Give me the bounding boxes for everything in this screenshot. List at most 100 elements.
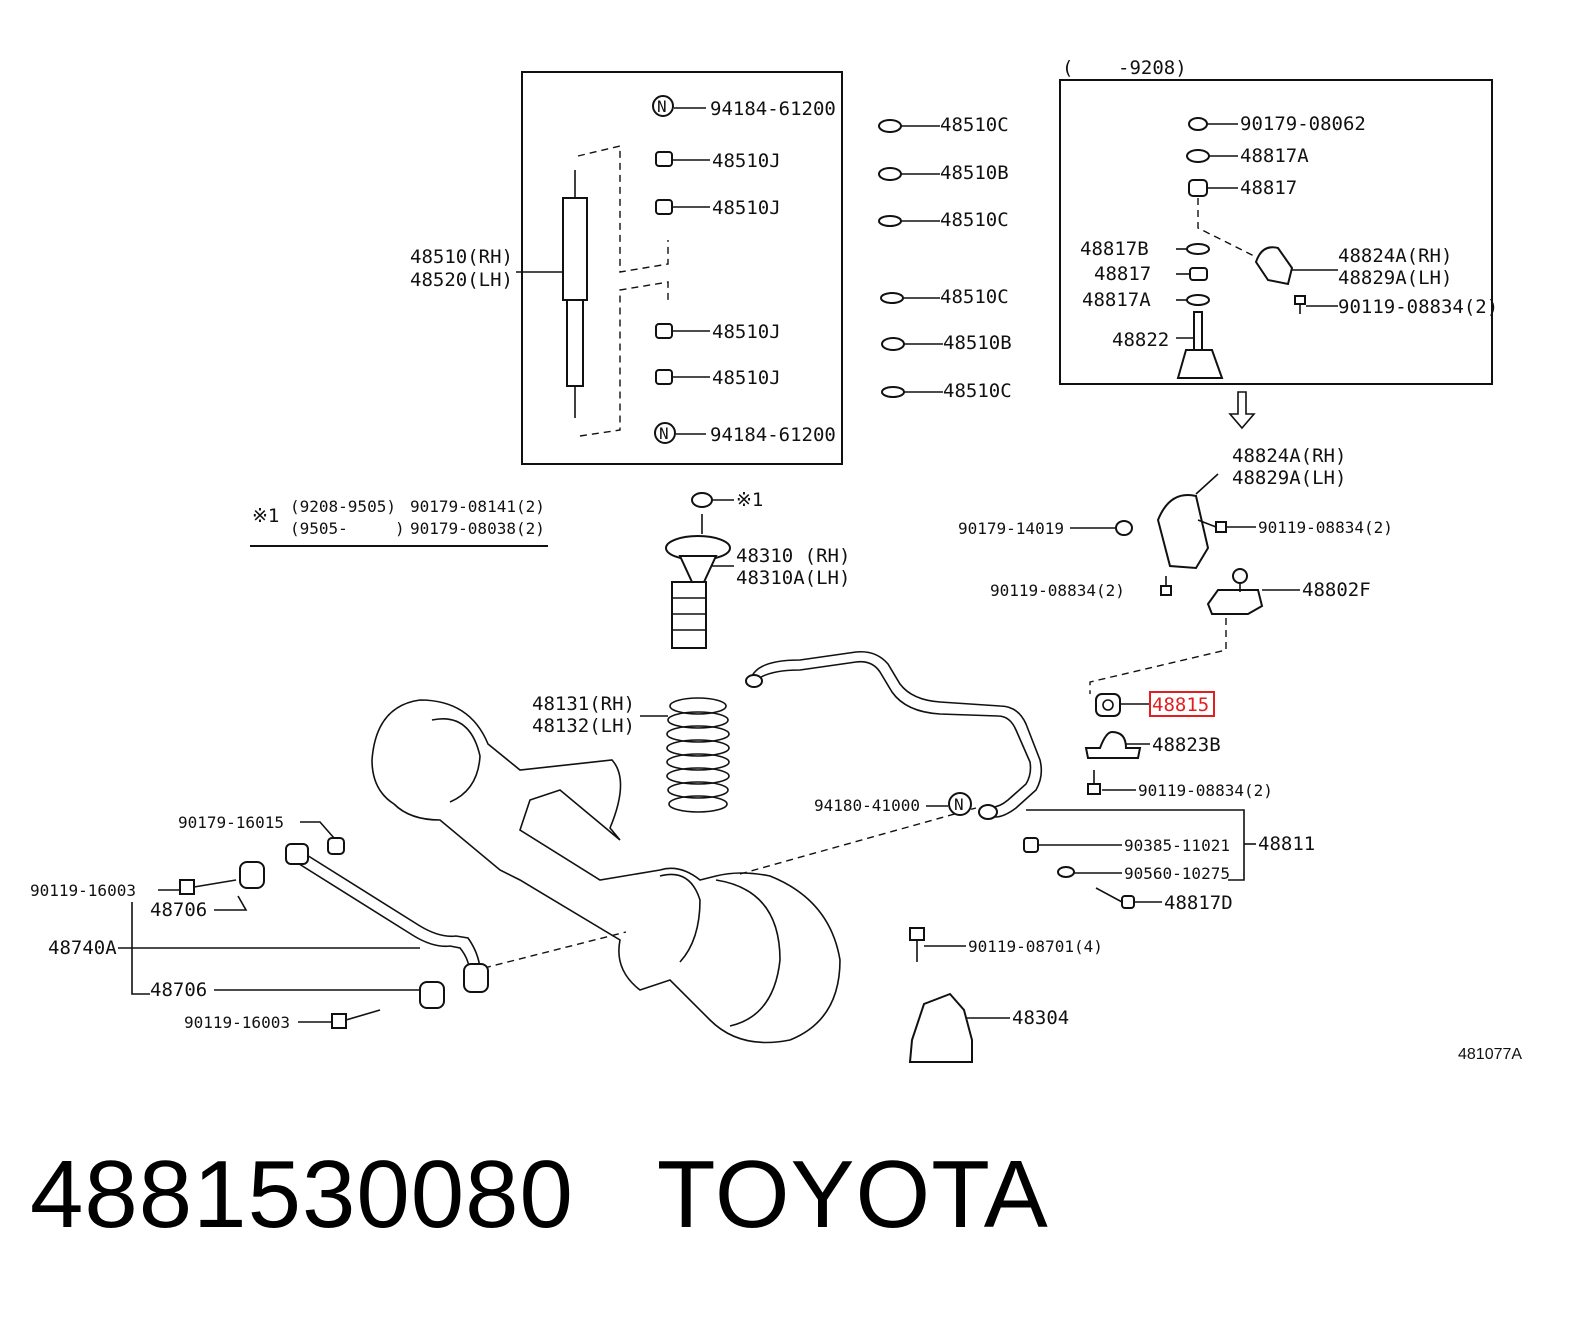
washer-icon-90560 (1057, 866, 1075, 878)
label-48510c-4: 48510C (943, 380, 1012, 402)
cushion-icon-2 (1189, 267, 1208, 281)
label-48811: 48811 (1258, 833, 1315, 855)
highlight-box (1149, 691, 1215, 717)
label-48510c-1: 48510C (940, 114, 1009, 136)
cushion-b-icon (1186, 243, 1210, 255)
label-48822: 48822 (1112, 329, 1169, 351)
label-48510c-2: 48510C (940, 209, 1009, 231)
label-48706-top: 48706 (150, 899, 207, 921)
note-row2-part: 90179-08038(2) (410, 519, 545, 538)
bracket-icon-boxed (1254, 246, 1294, 286)
nut-icon-14019 (1115, 520, 1133, 536)
arrow-down-icon (1228, 391, 1256, 430)
label-48131-rh: 48131(RH) (532, 693, 635, 715)
label-90179-16015: 90179-16015 (178, 813, 284, 832)
shock-absorber-icon (562, 170, 588, 418)
shock-absorber-group: N 94184-61200 N 94184-61200 48510J 48510… (410, 71, 843, 465)
label-48510j-3: 48510J (712, 321, 781, 343)
label-90560-10275: 90560-10275 (1124, 864, 1230, 883)
bolt-icon-stab (1087, 770, 1101, 795)
label-48304: 48304 (1012, 1007, 1069, 1029)
washer-icon-2 (878, 167, 902, 181)
label-48310-rh: 48310 (RH) (736, 545, 850, 567)
label-48132-lh: 48132(LH) (532, 715, 635, 737)
cushion-icon-a (1186, 149, 1210, 163)
label-48510b-1: 48510B (940, 162, 1009, 184)
bracket-box-frame (1059, 79, 1493, 385)
label-90119-08834-stab: 90119-08834(2) (1138, 781, 1273, 800)
label-48510b-2: 48510B (943, 332, 1012, 354)
footnote: ※1 (9208-9505) 90179-08141(2) (9505- ) 9… (250, 497, 548, 547)
label-90119-16003-bottom: 90119-16003 (184, 1013, 290, 1032)
svg-text:N: N (657, 97, 667, 116)
label-48817a-2: 48817A (1082, 289, 1151, 311)
bushing-icon-48706-bottom (419, 981, 445, 1009)
coil-spring-icon (666, 697, 730, 813)
label-90179-14019: 90179-14019 (958, 519, 1064, 538)
label-48817-1: 48817 (1240, 177, 1297, 199)
label-48510c-3: 48510C (940, 286, 1009, 308)
washer-icon-6 (881, 386, 905, 398)
washer-icon-1 (878, 119, 902, 133)
svg-text:N: N (954, 795, 964, 814)
bushing-icon-2 (655, 199, 673, 215)
upper-nut-icon (691, 492, 713, 508)
label-boxed-48829a-lh: 48829A(LH) (1338, 267, 1452, 289)
label-48823b: 48823B (1152, 734, 1221, 756)
bumper-48304-icon (908, 992, 973, 1063)
label-48817-2: 48817 (1094, 263, 1151, 285)
stabilizer-link-box: ( -9208) 90179-08062 48817A 48817 48817B… (1059, 57, 1498, 385)
coil-spring-group: 48131(RH) 48132(LH) (532, 693, 730, 813)
bump-stopper-icon (665, 514, 731, 649)
label-94184-61200-bottom: 94184-61200 (710, 424, 836, 446)
label-48817a-1: 48817A (1240, 145, 1309, 167)
footer-part-number: 4881530080 (30, 1141, 574, 1248)
bumper-group: 90119-08701(4) 48304 (908, 927, 1103, 1063)
link-48822-icon (1176, 311, 1224, 379)
right-bracket-group: 48824A(RH) 48829A(LH) 90179-14019 90119-… (958, 445, 1393, 694)
label-90119-08834-a: 90119-08834(2) (1258, 518, 1393, 537)
note-row1-range: (9208-9505) (290, 497, 396, 516)
date-note-open: ( (1062, 57, 1073, 79)
upper-nut-mark: ※1 (736, 489, 763, 511)
lateral-rod-icon (285, 843, 489, 993)
label-48706-bottom: 48706 (150, 979, 207, 1001)
label-48510j-1: 48510J (712, 150, 781, 172)
label-90119-08701: 90119-08701(4) (968, 937, 1103, 956)
nut-n-icon-bottom: N (654, 422, 676, 444)
label-48817b: 48817B (1080, 238, 1149, 260)
label-48310a-lh: 48310A(LH) (736, 567, 850, 589)
note-mark: ※1 (252, 505, 279, 527)
bolt-icon-48817d (1095, 887, 1135, 909)
lateral-rod-group: 90179-16015 90119-16003 48706 48740A 487… (30, 813, 489, 1032)
nut-icon (1188, 117, 1208, 131)
figure-code: 481077A (1458, 1046, 1523, 1063)
bushing-icon-90385 (1023, 837, 1039, 853)
nut-n-icon-top: N (652, 95, 674, 117)
bushing-icon-1 (655, 151, 673, 167)
note-row2-close: ) (395, 519, 405, 538)
label-48824a-rh: 48824A(RH) (1232, 445, 1346, 467)
label-90179-08062: 90179-08062 (1240, 113, 1366, 135)
note-row2-range: (9505- (290, 519, 348, 538)
nut-icon-16015 (327, 837, 345, 855)
label-90119-08834-b: 90119-08834(2) (990, 581, 1125, 600)
bolt-icon-bottom (331, 1009, 381, 1029)
label-94180-41000: 94180-41000 (814, 796, 920, 815)
bolt-icon-boxed (1294, 295, 1306, 314)
bushing-icon-3 (655, 323, 673, 339)
bump-stopper-group: ※1 48310 (RH) 48310A(LH) (665, 489, 850, 649)
bolt-icon-top (179, 879, 237, 895)
note-row1-part: 90179-08141(2) (410, 497, 545, 516)
frame-bracket-icon (1156, 494, 1210, 570)
label-48815-highlighted: 48815 (1152, 694, 1209, 716)
stabilizer-bar-icon (745, 650, 1043, 820)
stabilizer-parts-group: 48815 48823B 90119-08834(2) N 94180-4100… (814, 691, 1315, 914)
label-48510j-4: 48510J (712, 367, 781, 389)
stabilizer-bushing-icon (1095, 693, 1121, 717)
shock-box-frame (521, 71, 843, 465)
label-94184-61200-top: 94184-61200 (710, 98, 836, 120)
bushing-icon-48706-top (239, 861, 265, 889)
label-90385-11021: 90385-11021 (1124, 836, 1230, 855)
